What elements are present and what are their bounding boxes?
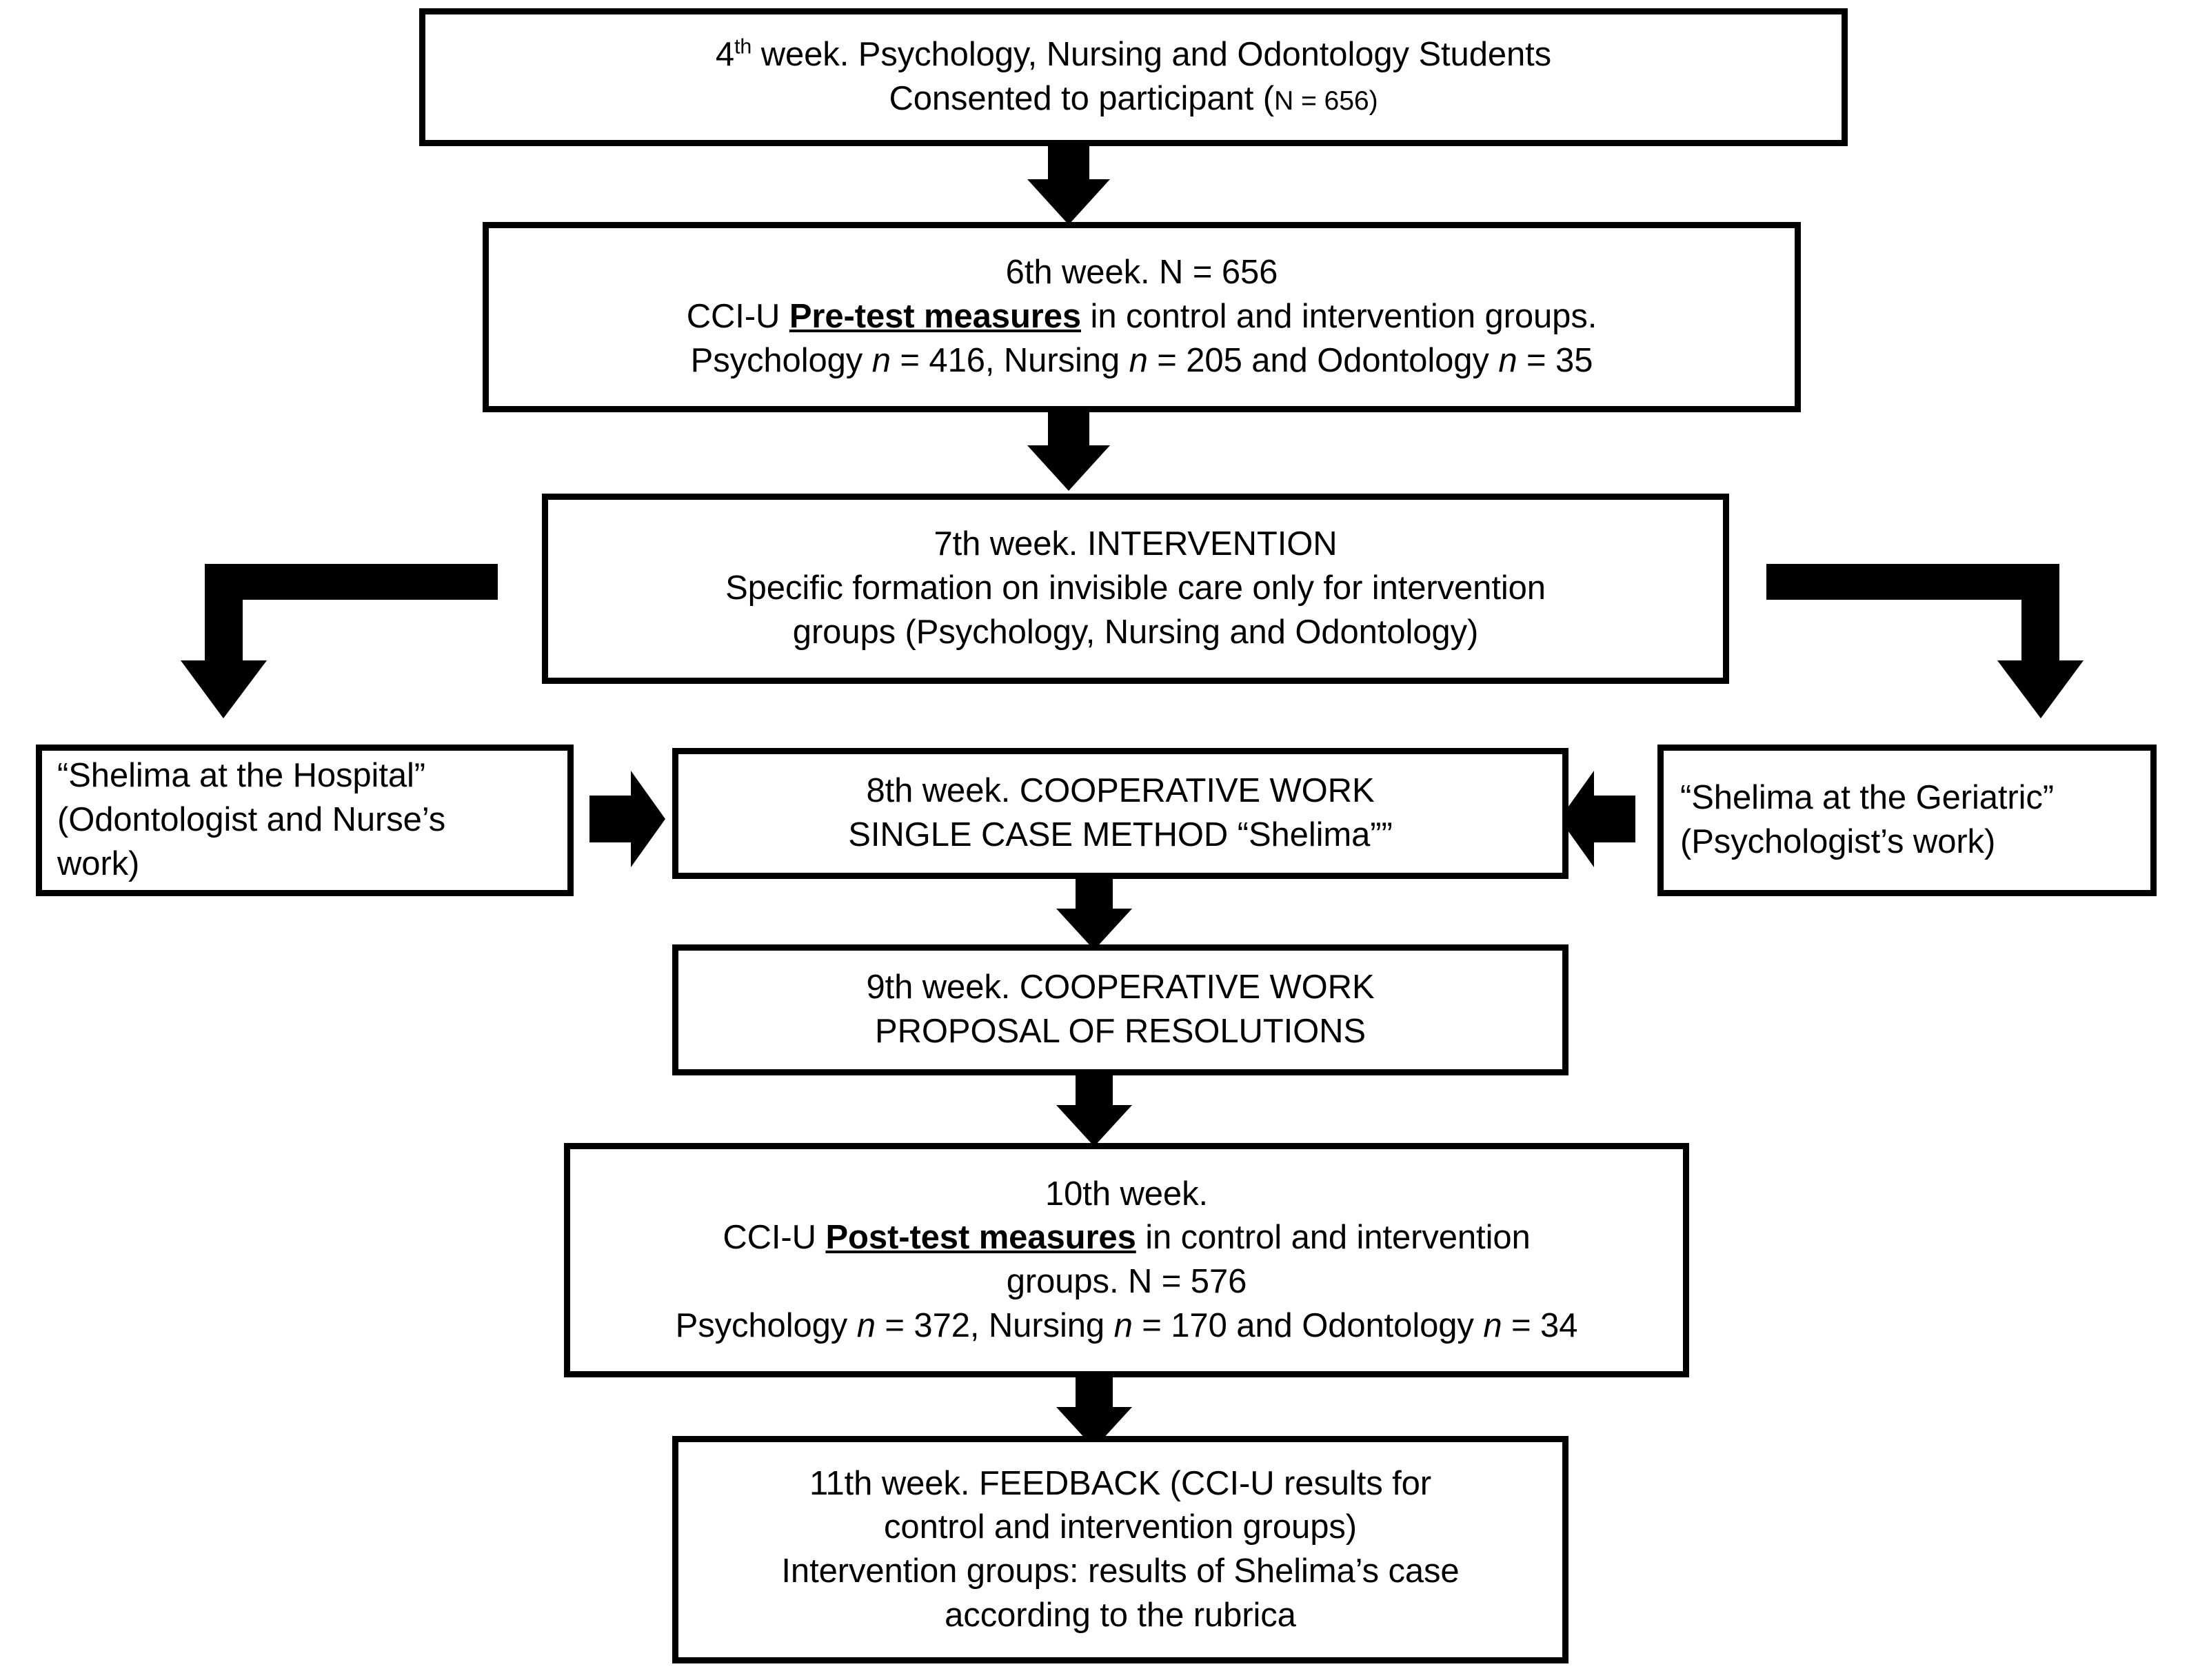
week6-line-3: Psychology n = 416, Nursing n = 205 and … bbox=[690, 341, 1593, 379]
connector-to-shelima-geriatric bbox=[1766, 564, 2084, 718]
week6-line-1: 6th week. N = 656 bbox=[1005, 254, 1278, 292]
week11-line-3: Intervention groups: results of Shelima’… bbox=[781, 1552, 1460, 1590]
week8-line-2: SINGLE CASE METHOD “Shelima”” bbox=[848, 816, 1393, 853]
week9-line-2: PROPOSAL OF RESOLUTIONS bbox=[875, 1013, 1366, 1050]
week10-line-1: 10th week. bbox=[1045, 1175, 1208, 1213]
week9-line-1: 9th week. COOPERATIVE WORK bbox=[866, 969, 1375, 1006]
week7-line-2: Specific formation on invisible care onl… bbox=[725, 569, 1546, 607]
week10-line-2: CCI-U Post-test measures in control and … bbox=[723, 1219, 1531, 1257]
geriatric-line-2: (Psychologist’s work) bbox=[1680, 823, 1996, 860]
connector-hospital-to-week8 bbox=[589, 771, 665, 867]
node-week-11-feedback: 11th week. FEEDBACK (CCI-U results for c… bbox=[672, 1436, 1568, 1663]
week6-line-2: CCI-U Pre-test measures in control and i… bbox=[686, 298, 1597, 336]
node-week-6-pretest: 6th week. N = 656 CCI-U Pre-test measure… bbox=[483, 222, 1801, 412]
hospital-line-3: work) bbox=[57, 844, 140, 882]
connector-week8-to-week9 bbox=[1056, 876, 1132, 950]
connector-week9-to-week10 bbox=[1056, 1072, 1132, 1146]
connector-week4-to-week6 bbox=[1027, 143, 1110, 225]
week4-line-2: Consented to participant (N = 656) bbox=[889, 80, 1378, 117]
week7-line-3: groups (Psychology, Nursing and Odontolo… bbox=[792, 613, 1479, 651]
week10-line-4: Psychology n = 372, Nursing n = 170 and … bbox=[675, 1306, 1578, 1344]
geriatric-line-1: “Shelima at the Geriatric” bbox=[1680, 779, 2055, 817]
node-shelima-geriatric: “Shelima at the Geriatric” (Psychologist… bbox=[1657, 745, 2157, 896]
connector-geriatric-to-week8 bbox=[1560, 771, 1635, 867]
connector-to-shelima-hospital bbox=[181, 564, 498, 718]
node-week-4-consent: 4th week. Psychology, Nursing and Odonto… bbox=[419, 8, 1848, 146]
connector-week10-to-week11 bbox=[1056, 1374, 1132, 1448]
node-shelima-hospital: “Shelima at the Hospital” (Odontologist … bbox=[36, 745, 574, 896]
node-week-10-posttest: 10th week. CCI-U Post-test measures in c… bbox=[564, 1143, 1689, 1377]
week10-line-3: groups. N = 576 bbox=[1006, 1263, 1247, 1300]
node-week-7-intervention: 7th week. INTERVENTION Specific formatio… bbox=[542, 494, 1729, 684]
hospital-line-2: (Odontologist and Nurse’s bbox=[57, 801, 446, 839]
node-week-9-proposal: 9th week. COOPERATIVE WORK PROPOSAL OF R… bbox=[672, 944, 1568, 1075]
node-week-8-cooperative-work: 8th week. COOPERATIVE WORK SINGLE CASE M… bbox=[672, 748, 1568, 879]
week8-line-1: 8th week. COOPERATIVE WORK bbox=[866, 772, 1375, 810]
week11-line-1: 11th week. FEEDBACK (CCI-U results for bbox=[809, 1464, 1432, 1502]
week11-line-4: according to the rubrica bbox=[945, 1596, 1296, 1634]
week4-line-1: 4th week. Psychology, Nursing and Odonto… bbox=[715, 34, 1552, 74]
connector-week6-to-week7 bbox=[1027, 409, 1110, 491]
week11-line-2: control and intervention groups) bbox=[884, 1508, 1357, 1546]
week7-line-1: 7th week. INTERVENTION bbox=[934, 525, 1338, 563]
hospital-line-1: “Shelima at the Hospital” bbox=[57, 757, 426, 795]
